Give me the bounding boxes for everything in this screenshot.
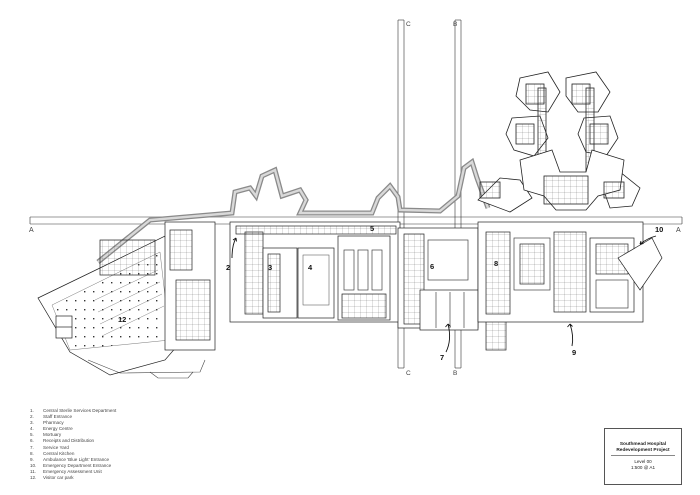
section-mark-b-top: B [453, 21, 457, 28]
legend-item: 2.Staff Entrance [30, 414, 73, 420]
legend-item: 5.Mortuary [30, 432, 62, 438]
service-yard-block [397, 227, 507, 351]
east-block [477, 221, 663, 323]
ward-towers [477, 71, 641, 213]
legend-item: 11.Emergency Assessment Unit [30, 468, 102, 474]
new-build-perimeter [96, 157, 491, 264]
legend-item: 8.Central Kitchen [30, 450, 75, 456]
title-block: Southmead Hospital Redevelopment Project… [604, 428, 682, 485]
callout-3: 3 [268, 263, 272, 272]
level-label: Level 00 [634, 459, 652, 464]
legend-item: 7.Service Yard [30, 444, 69, 450]
legend-item: 3.Pharmacy [30, 420, 64, 426]
callout-12: 12 [118, 315, 126, 324]
drawing-info: Level 00 1:500 @ A1 [605, 459, 681, 471]
legend-item: 4.Energy Centre [30, 426, 73, 432]
section-mark-c-bottom: C [406, 370, 411, 377]
central-block [229, 221, 401, 323]
project-title: Southmead Hospital Redevelopment Project [616, 442, 670, 453]
legend-item: 12.Visitor car park [30, 475, 74, 481]
west-wing [99, 221, 216, 351]
legend-item: 10.Emergency Department Entrance [30, 462, 112, 468]
title-divider [611, 455, 675, 456]
legend-item: 1.Central Sterile Services Department [30, 408, 117, 413]
section-mark-c-top: C [406, 21, 411, 28]
section-mark-a-left: A [29, 227, 34, 234]
callout-8: 8 [494, 259, 498, 268]
callout-6: 6 [430, 262, 434, 271]
callout-2: 2 [226, 263, 230, 272]
legend-item: 6.Receipts and Distribution [30, 438, 95, 444]
scale-label: 1:500 @ A1 [630, 465, 656, 470]
callout-5: 5 [370, 224, 374, 233]
callout-7: 7 [440, 353, 444, 362]
callout-9: 9 [572, 348, 576, 357]
entrance-arrows [231, 235, 657, 353]
section-mark-a-right: A [676, 227, 681, 234]
callout-10: 10 [655, 225, 663, 234]
section-mark-b-bottom: B [453, 370, 457, 377]
callout-4: 4 [308, 263, 313, 272]
legend-item: 9.Ambulance 'Blue Light' Entrance [30, 456, 110, 462]
legend-list: 1.Central Sterile Services Department 2.… [30, 408, 116, 481]
